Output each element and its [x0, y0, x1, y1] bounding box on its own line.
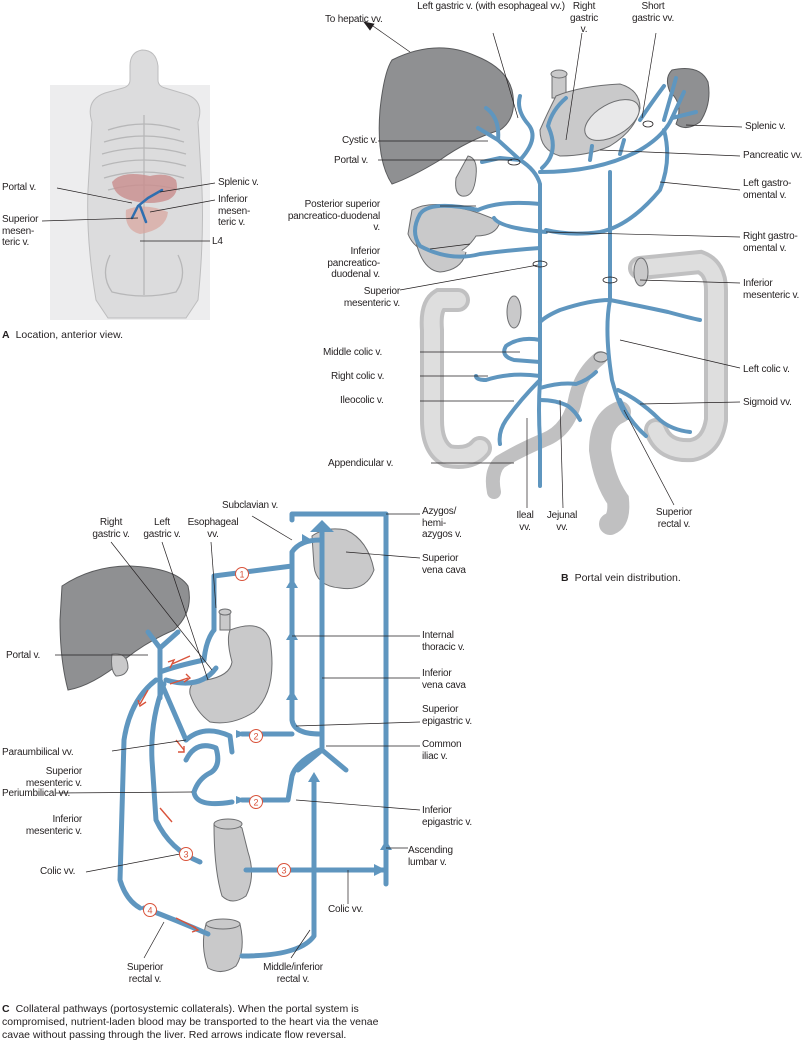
- label-middle-colic-v: Middle colic v.: [323, 347, 383, 358]
- label-superior-vena-cava: Superior vena cava: [422, 553, 466, 576]
- label-posterior-superior-pancreaticoduodenal-v: Posterior superior pancreatico-duodenal …: [287, 199, 380, 233]
- label-common-iliac-v: Common iliac v.: [422, 739, 462, 762]
- label-right-gastric-v-c: Right gastric v.: [92, 517, 130, 540]
- label-jejunal-vv: Jejunal vv.: [546, 510, 578, 533]
- panelB-sphincter-rings: [507, 120, 654, 284]
- label-superior-rectal-v-b: Superior rectal v.: [655, 507, 693, 530]
- label-middle-inferior-rectal-v: Middle/inferior rectal v.: [263, 962, 323, 985]
- label-splenic-v-b: Splenic v.: [745, 121, 786, 132]
- label-sigmoid-vv: Sigmoid vv.: [743, 397, 792, 408]
- label-inferior-mesenteric-v-a: Inferior mesen-teric v.: [218, 194, 251, 228]
- label-inferior-vena-cava: Inferior vena cava: [422, 668, 466, 691]
- panelC-illustration: [59, 528, 375, 972]
- label-inferior-mesenteric-v-c: Inferior mesenteric v.: [25, 814, 82, 837]
- label-periumbilical-vv: Periumbilical vv.: [2, 788, 71, 799]
- caption-panel-b: B Portal vein distribution.: [561, 572, 681, 585]
- panelC-reversal-arrows: [137, 655, 200, 933]
- label-inferior-mesenteric-v-b: Inferior mesenteric v.: [743, 278, 800, 301]
- label-internal-thoracic-v: Internal thoracic v.: [422, 630, 465, 653]
- caption-letter-b: B: [561, 572, 569, 584]
- label-colic-vv-bottom: Colic vv.: [328, 904, 364, 915]
- label-paraumbilical-vv: Paraumbilical vv.: [2, 747, 74, 758]
- label-subclavian-v: Subclavian v.: [222, 500, 279, 511]
- panelB-leader-lines: [363, 21, 743, 509]
- label-inferior-pancreaticoduodenal-v: Inferior pancreatico-duodenal v.: [327, 246, 380, 280]
- label-pancreatic-vv: Pancreatic vv.: [743, 150, 803, 161]
- label-cystic-v: Cystic v.: [342, 135, 378, 146]
- caption-text-b: Portal vein distribution.: [574, 572, 681, 584]
- pathway-number-3b: 3: [281, 866, 286, 876]
- panelA-torso-illustration: [50, 49, 210, 320]
- caption-panel-a: A Location, anterior view.: [2, 329, 123, 342]
- label-superior-epigastric-v: Superior epigastric v.: [422, 704, 473, 727]
- caption-text-a: Location, anterior view.: [15, 329, 123, 341]
- panelC-flow-arrows: [236, 520, 392, 876]
- label-inferior-epigastric-v: Inferior epigastric v.: [422, 805, 473, 828]
- label-left-gastric-v-c: Left gastric v.: [143, 517, 181, 540]
- pathway-number-2b: 2: [253, 798, 258, 808]
- pathway-number-4: 4: [147, 906, 152, 916]
- caption-letter-c: C: [2, 1003, 10, 1015]
- label-portal-v-a: Portal v.: [2, 182, 37, 193]
- panelA-leader-lines: [41, 182, 216, 242]
- label-right-gastric-v-b: Right gastric v.: [569, 1, 599, 35]
- label-ileal-vv: Ileal vv.: [516, 510, 534, 533]
- colon-segment-c: [213, 821, 252, 902]
- label-right-colic-v: Right colic v.: [331, 371, 385, 382]
- label-superior-mesenteric-v-c: Superior mesenteric v.: [25, 766, 82, 789]
- label-left-colic-v: Left colic v.: [743, 364, 790, 375]
- label-superior-mesenteric-v-a: Superior mesen-teric v.: [2, 214, 39, 248]
- label-ascending-lumbar-v: Ascending lumbar v.: [408, 845, 453, 868]
- label-azygos-hemiazygos-v: Azygos/ hemi-azygos v.: [422, 506, 462, 540]
- label-ileocolic-v: Ileocolic v.: [340, 395, 384, 406]
- label-right-gastro-omental-v: Right gastro-omental v.: [743, 231, 798, 254]
- label-splenic-v-a: Splenic v.: [218, 177, 259, 188]
- label-appendicular-v: Appendicular v.: [328, 458, 394, 469]
- label-superior-rectal-v-c: Superior rectal v.: [126, 962, 164, 985]
- label-superior-mesenteric-v-b: Superior mesenteric v.: [343, 286, 400, 309]
- label-colic-vv-left: Colic vv.: [40, 866, 76, 877]
- label-short-gastric-vv: Short gastric vv.: [631, 1, 675, 24]
- label-esophageal-vv: Esophageal vv.: [187, 517, 239, 540]
- panelC-pathway-numbers: 1 2 2 3 3 4: [143, 567, 291, 917]
- caption-text-c: Collateral pathways (portosystemic colla…: [2, 1003, 379, 1041]
- panelB-veins: [413, 76, 702, 488]
- pathway-number-1: 1: [239, 570, 244, 580]
- pathway-number-2a: 2: [253, 732, 258, 742]
- label-portal-v-b: Portal v.: [334, 155, 369, 166]
- stomach-shape-c: [189, 625, 273, 724]
- label-to-hepatic-vv: To hepatic vv.: [325, 14, 383, 25]
- label-portal-v-c: Portal v.: [6, 650, 41, 661]
- caption-letter-a: A: [2, 329, 10, 341]
- panelC-leader-lines: [55, 513, 421, 959]
- panelB-illustration: [378, 47, 728, 535]
- spleen-shape: [666, 68, 710, 128]
- label-left-gastric-v-b: Left gastric v. (with esophageal vv.): [417, 1, 565, 12]
- label-left-gastro-omental-v: Left gastro-omental v.: [743, 178, 792, 201]
- label-l4: L4: [212, 236, 223, 247]
- pathway-number-3a: 3: [183, 850, 188, 860]
